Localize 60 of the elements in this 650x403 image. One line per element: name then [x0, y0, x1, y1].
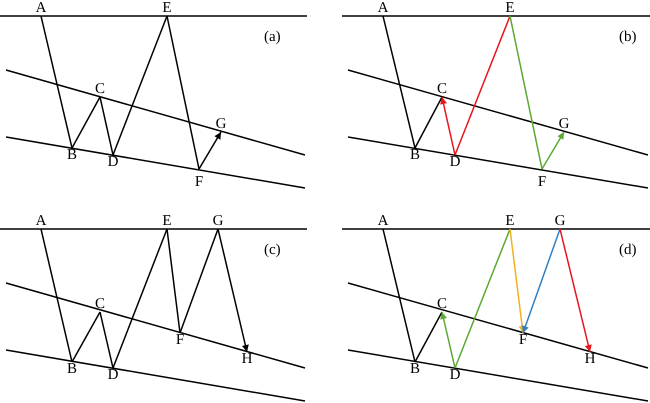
- point-label: E: [503, 214, 517, 229]
- arrow: [509, 228, 526, 334]
- line-segment: [382, 228, 416, 362]
- arrow: [541, 132, 565, 170]
- point-label: C: [435, 82, 449, 97]
- point-label: C: [435, 297, 449, 312]
- point-label: A: [376, 1, 390, 16]
- point-label: E: [160, 214, 174, 229]
- point-label: B: [65, 362, 79, 377]
- line-segment: [382, 16, 416, 148]
- line-segment: [40, 228, 73, 362]
- line-segment: [414, 312, 443, 362]
- line-segment: [71, 312, 101, 362]
- point-label: D: [448, 368, 462, 383]
- point-label: G: [553, 214, 567, 229]
- line-segment: [71, 96, 101, 148]
- arrow: [440, 96, 456, 156]
- point-label: C: [93, 297, 107, 312]
- arrow: [522, 228, 561, 334]
- point-label: B: [408, 148, 422, 163]
- point-label: H: [240, 352, 254, 367]
- point-label: C: [93, 82, 107, 97]
- point-label: E: [503, 1, 517, 16]
- point-label: D: [106, 368, 120, 383]
- point-label: A: [376, 214, 390, 229]
- panel-label: (a): [264, 29, 281, 45]
- point-label: E: [160, 1, 174, 16]
- line-segment: [99, 96, 114, 156]
- point-label: G: [557, 117, 571, 132]
- panel-label: (b): [619, 29, 636, 45]
- point-label: D: [106, 155, 120, 170]
- point-label: G: [211, 214, 225, 229]
- line-segment: [454, 16, 511, 156]
- arrow: [559, 228, 592, 352]
- line-segment: [112, 228, 168, 368]
- point-label: A: [34, 214, 48, 229]
- point-label: F: [516, 333, 530, 348]
- point-label: D: [448, 155, 462, 170]
- line-segment: [179, 228, 219, 334]
- panel-label: (c): [264, 242, 281, 258]
- line-segment: [99, 312, 114, 368]
- panel-label: (d): [619, 242, 636, 258]
- line-segment: [112, 16, 168, 156]
- line-segment: [40, 16, 73, 148]
- point-label: F: [173, 333, 187, 348]
- line-segment: [509, 16, 543, 170]
- point-label: H: [583, 352, 597, 367]
- arrow: [440, 312, 456, 368]
- line-segment: [414, 96, 443, 148]
- point-label: B: [408, 362, 422, 377]
- line-segment: [166, 16, 200, 170]
- point-label: F: [192, 175, 206, 190]
- arrow: [217, 228, 249, 352]
- point-label: B: [65, 148, 79, 163]
- line-segment: [454, 228, 511, 368]
- point-label: G: [214, 117, 228, 132]
- arrow: [198, 132, 222, 170]
- point-label: A: [34, 1, 48, 16]
- point-label: F: [535, 175, 549, 190]
- line-segment: [166, 228, 181, 334]
